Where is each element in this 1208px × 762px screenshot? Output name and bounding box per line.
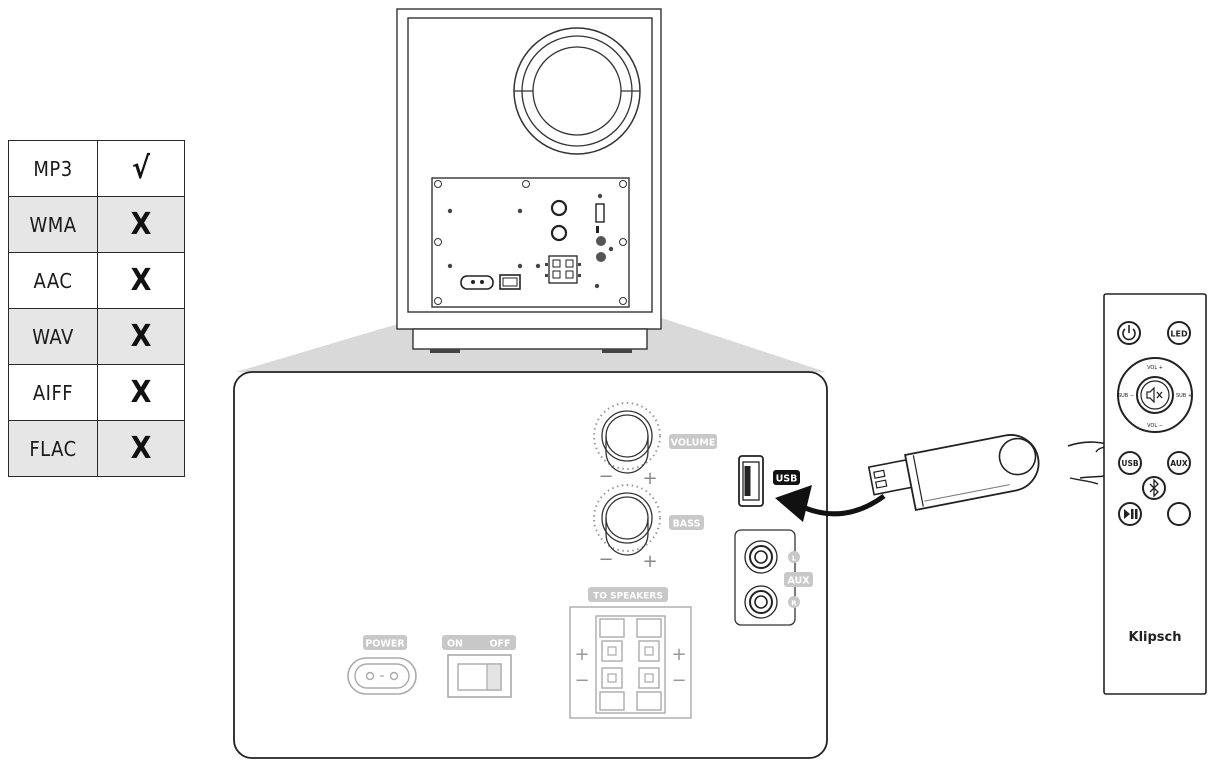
aux-left-jack[interactable] <box>744 540 778 574</box>
power-switch[interactable] <box>447 654 512 698</box>
power-inlet[interactable] <box>347 657 417 695</box>
switch-off-label: OFF <box>489 639 510 650</box>
speaker-terminal-l-plus[interactable] <box>636 618 662 662</box>
remote-vol-down-label[interactable]: VOL − <box>1147 423 1163 429</box>
remote-bluetooth-button[interactable] <box>1142 476 1166 500</box>
aux-label-box <box>784 572 813 587</box>
speaker-terminal-l-minus[interactable] <box>636 667 662 711</box>
speaker-terminals: TO SPEAKERS R L <box>569 587 692 719</box>
remote-control: LED VOL + VOL − SUB − SUB + USB AUX <box>1103 293 1207 695</box>
aux-input-block: L R AUX <box>734 529 813 626</box>
format-mark: X <box>97 420 185 477</box>
speaker-terminal-r-plus[interactable] <box>599 618 625 662</box>
speaker-terminal-r-minus[interactable] <box>599 667 625 711</box>
format-mark: X <box>97 364 185 421</box>
mute-icon <box>1146 386 1155 404</box>
bass-label: BASS <box>673 519 701 530</box>
switch-on-label: ON <box>447 639 463 650</box>
usb-label: USB <box>776 474 798 485</box>
remote-power-button[interactable] <box>1117 321 1141 345</box>
subwoofer-rear-panel-small <box>431 177 630 308</box>
aux-label: AUX <box>787 576 810 587</box>
remote-play-pause-button[interactable] <box>1118 502 1142 526</box>
switch-label-box <box>442 635 516 650</box>
remote-sub-minus-label[interactable]: SUB − <box>1118 393 1134 399</box>
subwoofer-driver <box>513 27 641 155</box>
bass-minus-label: − <box>598 549 613 570</box>
speakers-right-plus: + <box>671 644 686 665</box>
volume-label-box <box>669 434 717 449</box>
format-mark: X <box>97 196 185 253</box>
insert-arrow <box>775 485 886 522</box>
bass-knob[interactable] <box>593 484 661 556</box>
remote-sub-plus-label[interactable]: SUB + <box>1176 393 1192 399</box>
speakers-left-minus: − <box>574 670 589 691</box>
bass-plus-label: + <box>642 551 657 572</box>
power-label: POWER <box>365 639 405 650</box>
remote-usb-label: USB <box>1121 459 1138 468</box>
format-name: FLAC <box>8 420 98 477</box>
volume-knob[interactable] <box>593 402 661 474</box>
aux-right-jack[interactable] <box>744 585 778 619</box>
bluetooth-icon <box>1149 478 1159 498</box>
volume-plus-label: + <box>642 468 657 489</box>
remote-led-label: LED <box>1170 330 1188 339</box>
bass-label-box <box>669 515 704 530</box>
remote-brand-logo: Klipsch <box>1129 630 1182 645</box>
subwoofer <box>396 8 662 353</box>
speakers-label: TO SPEAKERS <box>593 592 663 602</box>
format-name: AIFF <box>8 364 98 421</box>
remote-mute-button[interactable] <box>1136 376 1174 414</box>
usb-port[interactable] <box>738 455 764 507</box>
speakers-left-plus: + <box>574 644 589 665</box>
aux-left-label: L <box>792 555 797 563</box>
aux-left-dot <box>788 551 800 563</box>
speakers-right-minus: − <box>671 670 686 691</box>
remote-vol-up-label[interactable]: VOL + <box>1147 365 1163 371</box>
format-name: MP3 <box>8 140 98 197</box>
format-name: WMA <box>8 196 98 253</box>
remote-led-button[interactable]: LED <box>1167 321 1191 345</box>
format-mark: √ <box>97 140 185 197</box>
aux-right-dot <box>788 596 800 608</box>
rear-panel-enlarged: VOLUME − + BASS − + USB <box>233 371 886 759</box>
format-name: WAV <box>8 308 98 365</box>
usb-flash-drive <box>867 434 1040 512</box>
power-icon <box>1122 328 1136 341</box>
aux-right-label: R <box>791 600 797 608</box>
usb-label-box <box>773 470 800 485</box>
remote-dpad: VOL + VOL − SUB − SUB + <box>1117 357 1193 433</box>
format-row: MP3√ <box>8 140 185 197</box>
remote-night-mode-button[interactable] <box>1167 502 1191 526</box>
volume-label: VOLUME <box>671 438 716 449</box>
speakers-label-box <box>588 587 668 602</box>
power-label-box <box>363 635 407 650</box>
volume-minus-label: − <box>598 466 613 487</box>
play-pause-icon <box>1124 509 1130 519</box>
remote-aux-button[interactable]: AUX <box>1167 451 1191 475</box>
remote-usb-button[interactable]: USB <box>1118 451 1142 475</box>
remote-aux-label: AUX <box>1170 459 1188 468</box>
